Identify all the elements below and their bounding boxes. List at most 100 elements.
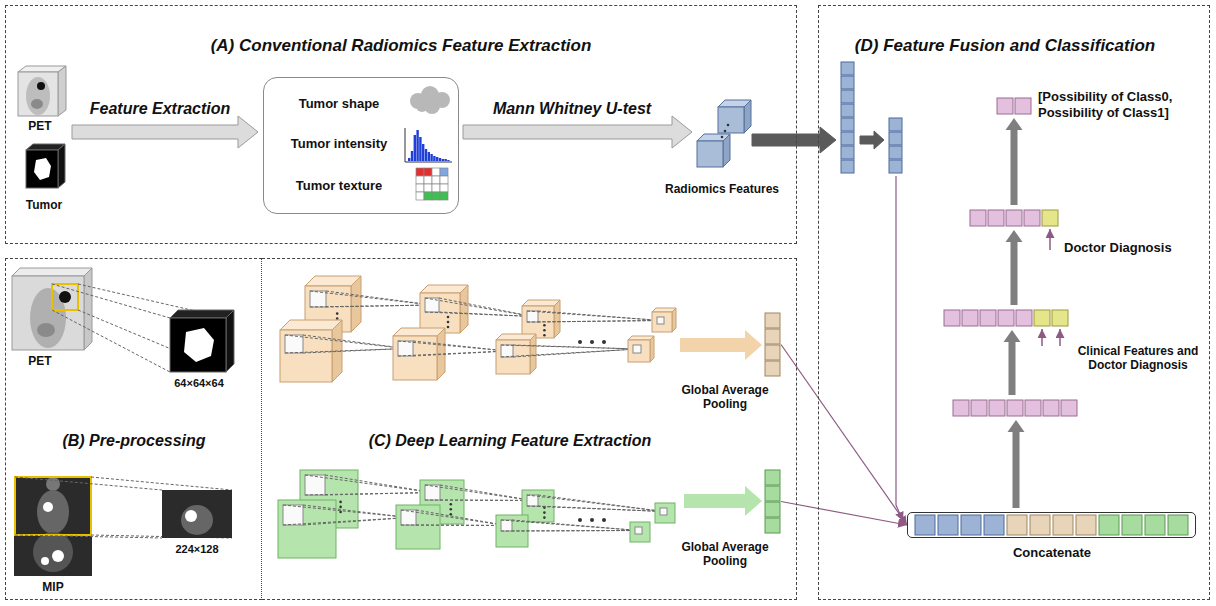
guide-line	[15, 535, 162, 538]
texture-cell	[424, 176, 432, 184]
feature-cell	[971, 400, 987, 416]
organ	[31, 99, 43, 109]
cube-front	[652, 312, 672, 332]
feature-cell	[1024, 210, 1040, 226]
block-arrow	[684, 486, 762, 516]
feature-box: Tumor shapeTumor intensityTumor texture	[263, 77, 459, 214]
guide-line	[303, 518, 409, 526]
guide-line	[527, 321, 661, 323]
kernel	[527, 311, 538, 322]
feature-cell	[841, 90, 854, 103]
tumor-spot	[59, 291, 71, 303]
texture-cell	[424, 192, 432, 200]
annotation-label: 64×64×64	[174, 377, 224, 390]
volume-top	[12, 268, 92, 276]
guide-line	[440, 500, 533, 502]
feature-cell	[944, 310, 960, 326]
guide-line	[285, 335, 406, 349]
feature-cell	[841, 146, 854, 159]
mask-top	[170, 310, 234, 318]
feature-cell	[765, 361, 780, 376]
cube-side	[554, 300, 560, 338]
cube-side	[744, 100, 751, 133]
histogram-bar	[414, 135, 416, 161]
ellipsis-dot	[543, 329, 546, 332]
guide-line	[538, 311, 661, 321]
histogram-bar	[439, 158, 441, 161]
guide-line	[401, 510, 507, 526]
feature-cell	[889, 160, 902, 173]
cube-side	[723, 134, 730, 167]
texture-cell	[440, 184, 448, 192]
feature-cell	[980, 310, 996, 326]
cube-side	[530, 334, 536, 374]
ellipsis-dot	[721, 136, 724, 139]
histogram-bar	[444, 159, 446, 161]
organ	[37, 323, 55, 337]
feature-cell	[1168, 515, 1188, 535]
body	[26, 77, 50, 115]
guide-line	[425, 485, 533, 501]
block-arrow	[463, 116, 692, 148]
feature-cell	[1052, 310, 1068, 326]
kernel	[660, 508, 667, 515]
feature-cell	[765, 313, 780, 328]
feature-cell	[765, 518, 780, 533]
feature-cell	[998, 310, 1014, 326]
guide-line	[310, 291, 432, 305]
ellipsis-dot	[543, 324, 546, 327]
feature-vector: Global Average Pooling	[765, 313, 781, 376]
annotation-label: MIP	[42, 580, 63, 594]
histogram-bar	[425, 149, 427, 161]
volume-side	[84, 268, 92, 350]
feature-cell	[1030, 515, 1050, 535]
block-arrow	[680, 330, 762, 360]
axis	[405, 128, 406, 162]
guide-line	[91, 477, 232, 490]
ellipsis-dot	[339, 506, 342, 509]
feature-map	[396, 505, 440, 549]
feature-cell	[988, 210, 1004, 226]
feature-map	[655, 503, 675, 523]
ellipsis-dot	[447, 316, 450, 319]
histogram-bar	[433, 156, 435, 161]
guide-line	[440, 485, 533, 501]
cube-side	[650, 336, 654, 362]
node-label: Global Average Pooling	[675, 540, 775, 569]
histogram-bar	[447, 160, 449, 161]
texture-cell	[424, 184, 432, 192]
feature-cell	[841, 118, 854, 131]
annotation-label: Tumor	[26, 198, 62, 212]
abdomen	[33, 532, 73, 572]
annotation-label: PET	[28, 119, 51, 133]
fusion-connector	[781, 345, 907, 526]
cube-front	[718, 107, 744, 133]
kernel	[501, 345, 513, 357]
feature-cell	[889, 118, 902, 131]
feature-cell	[841, 76, 854, 89]
texture-cell	[416, 168, 424, 176]
kernel	[398, 341, 413, 356]
guide-line	[303, 349, 406, 354]
block-arrow	[72, 116, 258, 148]
feature-cell	[970, 210, 986, 226]
annotation-label: 224×128	[175, 543, 218, 556]
kernel	[310, 291, 326, 307]
ellipsis-dot	[543, 516, 546, 519]
ellipsis-dot	[727, 124, 730, 127]
guide-line	[512, 520, 639, 531]
annotation-label: Doctor Diagnosis	[1064, 240, 1194, 256]
up-arrow	[1004, 330, 1021, 395]
feature-cell	[961, 515, 981, 535]
pointer-arrow	[1049, 229, 1051, 250]
shape-icon	[416, 100, 428, 112]
ellipsis-dot	[447, 321, 450, 324]
feature-cell	[765, 470, 780, 485]
fusion-line	[896, 176, 903, 521]
guide-line	[401, 525, 507, 527]
guide-line	[303, 505, 409, 518]
guide-line	[326, 291, 432, 305]
kernel	[635, 527, 642, 534]
guide-line	[305, 475, 433, 493]
feature-cell	[989, 400, 1005, 416]
